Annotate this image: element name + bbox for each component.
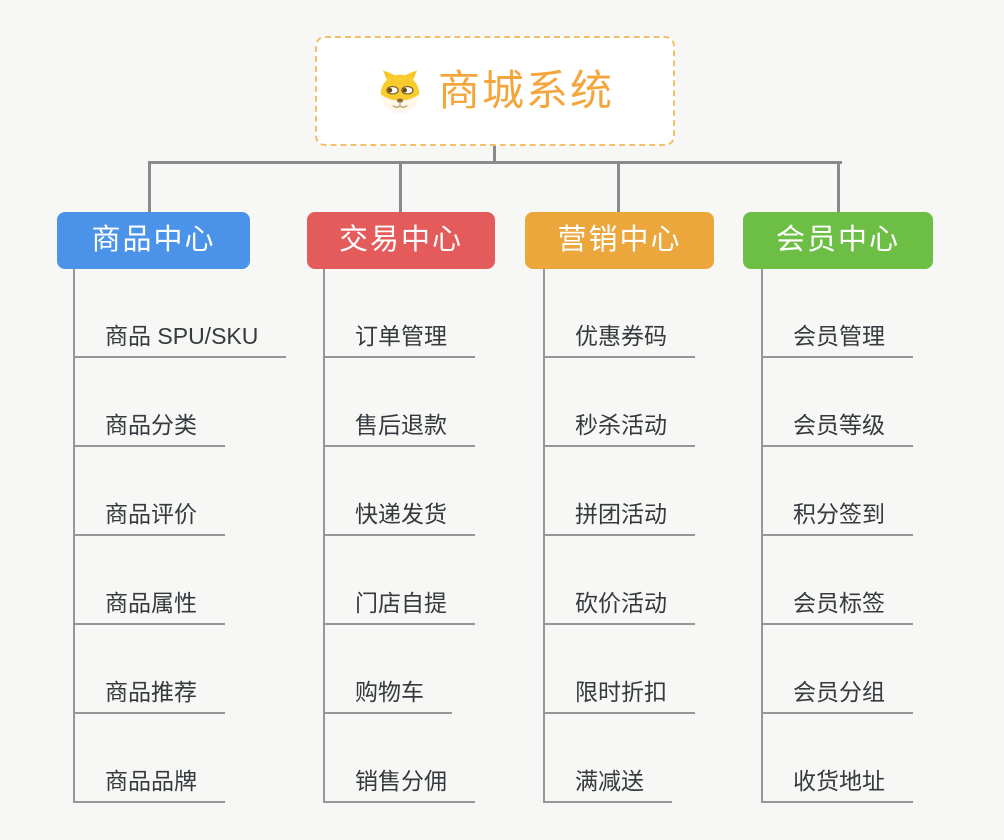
leaf-label: 购物车 — [323, 679, 452, 714]
leaf-label: 订单管理 — [323, 323, 475, 358]
leaf-item[interactable]: 商品品牌 — [73, 714, 286, 803]
root-node[interactable]: 商城系统 — [315, 36, 675, 146]
leaf-label: 门店自提 — [323, 590, 475, 625]
leaf-item[interactable]: 商品 SPU/SKU — [73, 269, 287, 358]
leaf-label: 销售分佣 — [323, 768, 475, 803]
leaf-item[interactable]: 订单管理 — [323, 269, 475, 358]
leaf-item[interactable]: 商品属性 — [73, 536, 286, 625]
leaf-item[interactable]: 会员标签 — [761, 536, 913, 625]
leaf-label: 商品品牌 — [73, 768, 225, 803]
leaf-label: 售后退款 — [323, 412, 475, 447]
leaf-label: 优惠券码 — [543, 323, 695, 358]
leaf-label: 秒杀活动 — [543, 412, 695, 447]
leaf-label: 商品 SPU/SKU — [73, 323, 287, 358]
connector-line — [399, 161, 402, 212]
branch-label: 营销中心 — [557, 224, 682, 256]
dog-face-icon — [380, 70, 420, 114]
leaf-label: 会员管理 — [761, 323, 913, 358]
connector-line — [148, 161, 151, 212]
leaf-label: 会员分组 — [761, 679, 913, 714]
connector-line — [493, 146, 496, 164]
leaf-label: 收货地址 — [761, 768, 913, 803]
leaf-item[interactable]: 收货地址 — [761, 714, 913, 803]
leaf-item[interactable]: 商品评价 — [73, 447, 286, 536]
branch-node-marketing-center[interactable]: 营销中心 — [525, 212, 714, 269]
leaf-label: 商品属性 — [73, 590, 225, 625]
leaf-item[interactable]: 优惠券码 — [543, 269, 695, 358]
leaf-item[interactable]: 限时折扣 — [543, 625, 695, 714]
leaf-item[interactable]: 购物车 — [323, 625, 475, 714]
leaf-column-product: 商品 SPU/SKU 商品分类 商品评价 商品属性 商品推荐 商品品牌 — [73, 269, 287, 803]
leaf-column-marketing: 优惠券码 秒杀活动 拼团活动 砍价活动 限时折扣 满减送 — [543, 269, 695, 803]
leaf-label: 会员等级 — [761, 412, 913, 447]
branch-label: 交易中心 — [338, 224, 463, 256]
branch-node-trade-center[interactable]: 交易中心 — [307, 212, 495, 269]
leaf-item[interactable]: 秒杀活动 — [543, 358, 695, 447]
branch-node-product-center[interactable]: 商品中心 — [57, 212, 250, 269]
leaf-label: 砍价活动 — [543, 590, 695, 625]
leaf-label: 商品评价 — [73, 501, 225, 536]
leaf-item[interactable]: 积分签到 — [761, 447, 913, 536]
leaf-item[interactable]: 商品推荐 — [73, 625, 286, 714]
connector-line — [148, 161, 842, 164]
leaf-item[interactable]: 砍价活动 — [543, 536, 695, 625]
leaf-label: 限时折扣 — [543, 679, 695, 714]
leaf-item[interactable]: 销售分佣 — [323, 714, 475, 803]
leaf-column-trade: 订单管理 售后退款 快递发货 门店自提 购物车 销售分佣 — [323, 269, 475, 803]
branch-node-member-center[interactable]: 会员中心 — [743, 212, 933, 269]
leaf-label: 快递发货 — [323, 501, 475, 536]
root-title: 商城系统 — [437, 67, 614, 114]
leaf-label: 积分签到 — [761, 501, 913, 536]
leaf-label: 拼团活动 — [543, 501, 695, 536]
leaf-column-member: 会员管理 会员等级 积分签到 会员标签 会员分组 收货地址 — [761, 269, 913, 803]
connector-line — [837, 161, 840, 212]
leaf-label: 会员标签 — [761, 590, 913, 625]
leaf-label: 满减送 — [543, 768, 672, 803]
leaf-label: 商品推荐 — [73, 679, 225, 714]
connector-line — [617, 161, 620, 212]
leaf-item[interactable]: 门店自提 — [323, 536, 475, 625]
leaf-item[interactable]: 拼团活动 — [543, 447, 695, 536]
leaf-item[interactable]: 会员等级 — [761, 358, 913, 447]
branch-label: 会员中心 — [775, 224, 900, 256]
leaf-item[interactable]: 售后退款 — [323, 358, 475, 447]
branch-label: 商品中心 — [91, 224, 216, 256]
leaf-item[interactable]: 商品分类 — [73, 358, 286, 447]
leaf-item[interactable]: 快递发货 — [323, 447, 475, 536]
leaf-item[interactable]: 满减送 — [543, 714, 695, 803]
leaf-item[interactable]: 会员分组 — [761, 625, 913, 714]
leaf-label: 商品分类 — [73, 412, 225, 447]
leaf-item[interactable]: 会员管理 — [761, 269, 913, 358]
